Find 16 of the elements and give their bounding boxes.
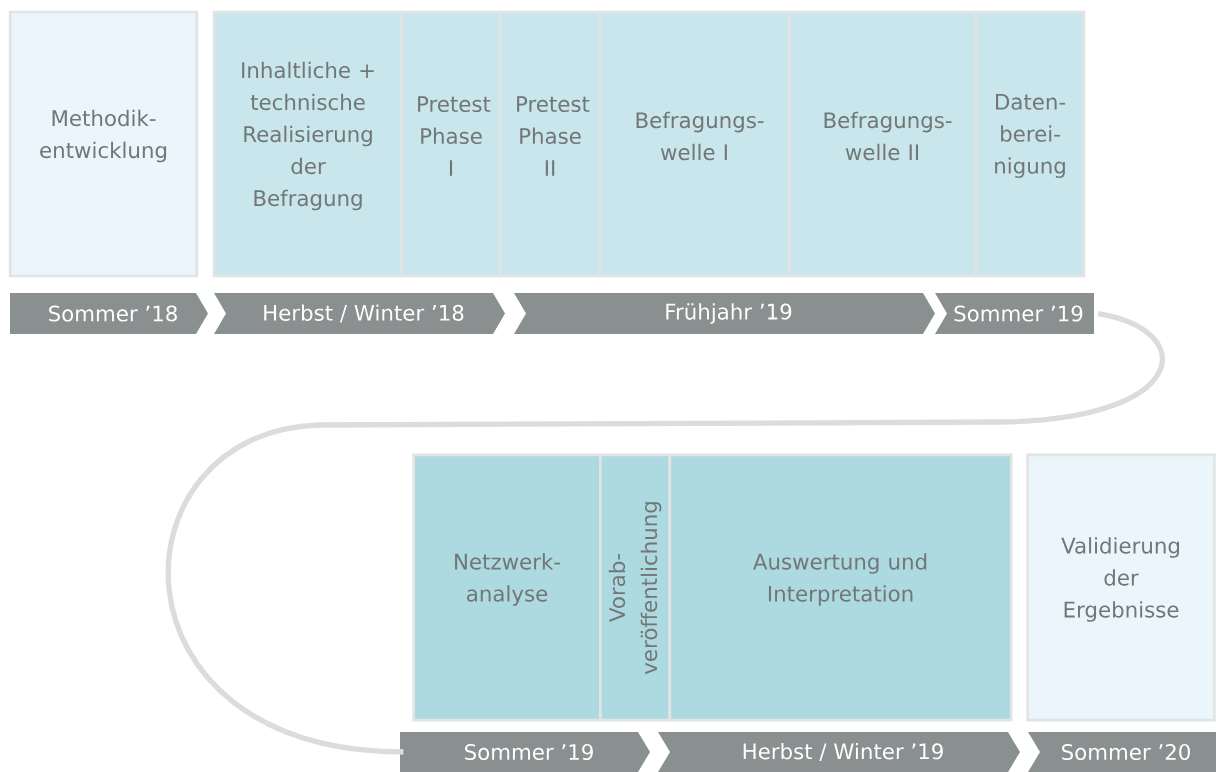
phase-box: Methodik- entwicklung [8, 10, 199, 278]
period-band: Sommer ’19 [400, 732, 650, 772]
phase-box: Daten- berei- nigung [974, 10, 1086, 278]
phase-box: Befragungs- welle I [598, 10, 791, 278]
phase-box: Validierung der Ergebnisse [1026, 453, 1216, 722]
period-band: Herbst / Winter ’19 [658, 732, 1020, 772]
period-band: Sommer ’20 [1028, 732, 1216, 772]
period-band: Herbst / Winter ’18 [214, 293, 505, 334]
connector-curve [166, 310, 1164, 755]
phase-box: Inhaltliche + technische Realisierung der Befragung [212, 10, 404, 278]
phase-box: Pretest Phase II [498, 10, 602, 278]
phase-box: Befragungs- welle II [787, 10, 978, 278]
period-band: Sommer ’19 [935, 293, 1094, 334]
phase-box: Vorab- veröffentlichung [599, 453, 671, 722]
period-band: Sommer ’18 [10, 293, 208, 334]
phase-box: Pretest Phase I [400, 10, 502, 278]
